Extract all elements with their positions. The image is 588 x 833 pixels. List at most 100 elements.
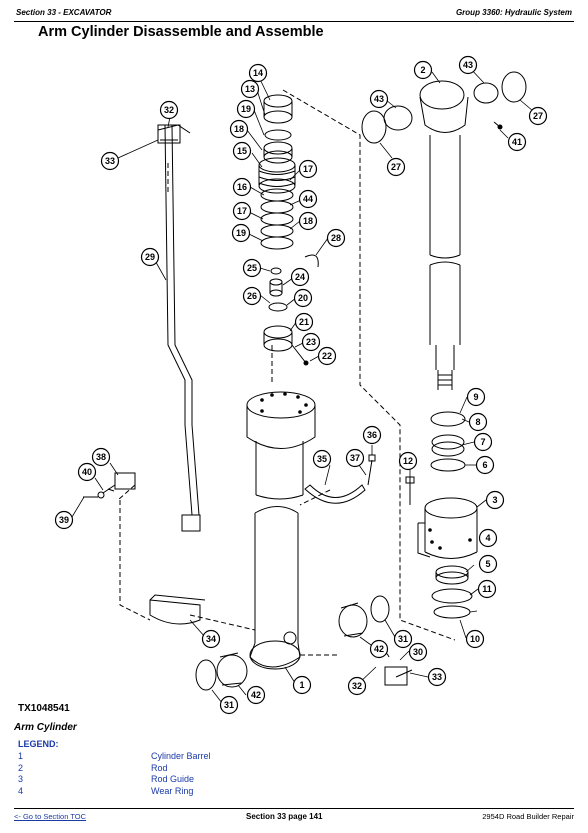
legend-number: 2: [18, 762, 24, 773]
callout-number: 15: [237, 146, 247, 156]
callout-number: 28: [331, 233, 341, 243]
callout-bubble: [219, 695, 239, 715]
legend-label[interactable]: Rod Guide: [151, 774, 195, 784]
callout-bubble: [290, 267, 310, 287]
callout-number: 23: [306, 337, 316, 347]
callout-bubble: [393, 629, 413, 649]
callout-bubble: [54, 510, 74, 530]
callout-bubble: [507, 132, 527, 152]
callout-bubble: [232, 201, 252, 221]
callout-number: 39: [59, 515, 69, 525]
legend-label[interactable]: Cylinder Barrel: [151, 751, 211, 761]
callout-number: 9: [473, 392, 478, 402]
callout-bubble: [427, 667, 447, 687]
callout-number: 27: [391, 162, 401, 172]
callout-number: 30: [413, 647, 423, 657]
callout-number: 14: [253, 68, 263, 78]
callout-number: 8: [475, 417, 480, 427]
callout-bubble: [77, 462, 97, 482]
callout-bubble: [231, 223, 251, 243]
callout-bubble: [345, 448, 365, 468]
callout-number: 33: [105, 156, 115, 166]
callout-bubble: [301, 332, 321, 352]
callout-number: 19: [236, 228, 246, 238]
callout-bubble: [242, 258, 262, 278]
callout-bubble: [398, 451, 418, 471]
callout-bubble: [298, 211, 318, 231]
header-rule: [14, 21, 574, 22]
callout-number: 41: [512, 137, 522, 147]
callout-bubble: [326, 228, 346, 248]
callout-bubble: [478, 528, 498, 548]
callout-bubble: [140, 247, 160, 267]
callout-bubble: [528, 106, 548, 126]
callout-number: 17: [237, 206, 247, 216]
callout-number: 11: [482, 584, 492, 594]
callout-bubble: [369, 89, 389, 109]
callout-bubble: [458, 55, 478, 75]
callout-number: 10: [470, 634, 480, 644]
callout-number: 40: [82, 467, 92, 477]
callout-bubble: [312, 449, 332, 469]
legend-label[interactable]: Wear Ring: [151, 785, 194, 796]
callout-bubble: [100, 151, 120, 171]
callout-number: 24: [295, 272, 305, 282]
callout-number: 38: [96, 452, 106, 462]
callout-bubble: [248, 63, 268, 83]
callout-bubble: [386, 157, 406, 177]
callout-number: 20: [298, 293, 308, 303]
callout-number: 42: [374, 644, 384, 654]
callout-number: 43: [463, 60, 473, 70]
callout-number: 33: [432, 672, 442, 682]
section-label: Section 33 - EXCAVATOR: [16, 8, 112, 17]
callout-number: 18: [303, 216, 313, 226]
callout-bubble: [293, 288, 313, 308]
callout-number: 12: [403, 456, 413, 466]
legend-item[interactable]: 2 Rod: [18, 763, 318, 775]
callout-number: 27: [533, 111, 543, 121]
callout-number: 17: [303, 164, 313, 174]
page-header: Section 33 - EXCAVATOR Group 3360: Hydra…: [16, 8, 572, 22]
legend-item[interactable]: 3 Rod Guide: [18, 774, 318, 786]
callout-number: 44: [303, 194, 313, 204]
group-label: Group 3360: Hydraulic System: [455, 8, 572, 17]
callout-bubble: [236, 99, 256, 119]
toc-link[interactable]: <- Go to Section TOC: [14, 812, 87, 821]
legend-label[interactable]: Rod: [151, 762, 168, 773]
callout-bubble: [466, 387, 486, 407]
callout-number: 31: [398, 634, 408, 644]
callout-bubble: [298, 189, 318, 209]
callout-bubble: [413, 60, 433, 80]
page-number: Section 33 page 141: [246, 812, 323, 821]
callout-bubble: [477, 579, 497, 599]
legend-item[interactable]: 4 Wear Ring: [18, 786, 318, 798]
page-title: Arm Cylinder Disassemble and Assemble: [38, 24, 324, 40]
callout-number: 36: [367, 430, 377, 440]
callout-bubble: [465, 629, 485, 649]
callout-bubble: [473, 432, 493, 452]
callout-number: 26: [247, 291, 257, 301]
legend-item[interactable]: 1 Cylinder Barrel: [18, 751, 318, 763]
callout-number: 37: [350, 453, 360, 463]
callout-bubble: [362, 425, 382, 445]
callout-bubble: [229, 119, 249, 139]
legend-number: 4: [18, 785, 24, 796]
callout-number: 25: [247, 263, 257, 273]
callout-bubble: [292, 675, 312, 695]
callout-number: 19: [241, 104, 251, 114]
callout-bubble: [242, 286, 262, 306]
callout-number: 43: [374, 94, 384, 104]
callout-bubble: [232, 141, 252, 161]
callout-bubble: [468, 412, 488, 432]
callout-number: 13: [245, 84, 255, 94]
callout-bubble: [159, 100, 179, 120]
callout-bubble: [232, 177, 252, 197]
footer-rule: [14, 808, 574, 809]
book-title: 2954D Road Builder Repair: [482, 812, 574, 821]
callout-bubble: [201, 629, 221, 649]
figure-caption: Arm Cylinder: [14, 722, 77, 733]
callout-bubble: [240, 79, 260, 99]
legend-list: 1 Cylinder Barrel 2 Rod 3 Rod Guide 4 We…: [18, 751, 318, 797]
callout-bubble: [347, 676, 367, 696]
exploded-parts-diagram: 1413191815171644171819282524262021232224…: [54, 55, 548, 715]
